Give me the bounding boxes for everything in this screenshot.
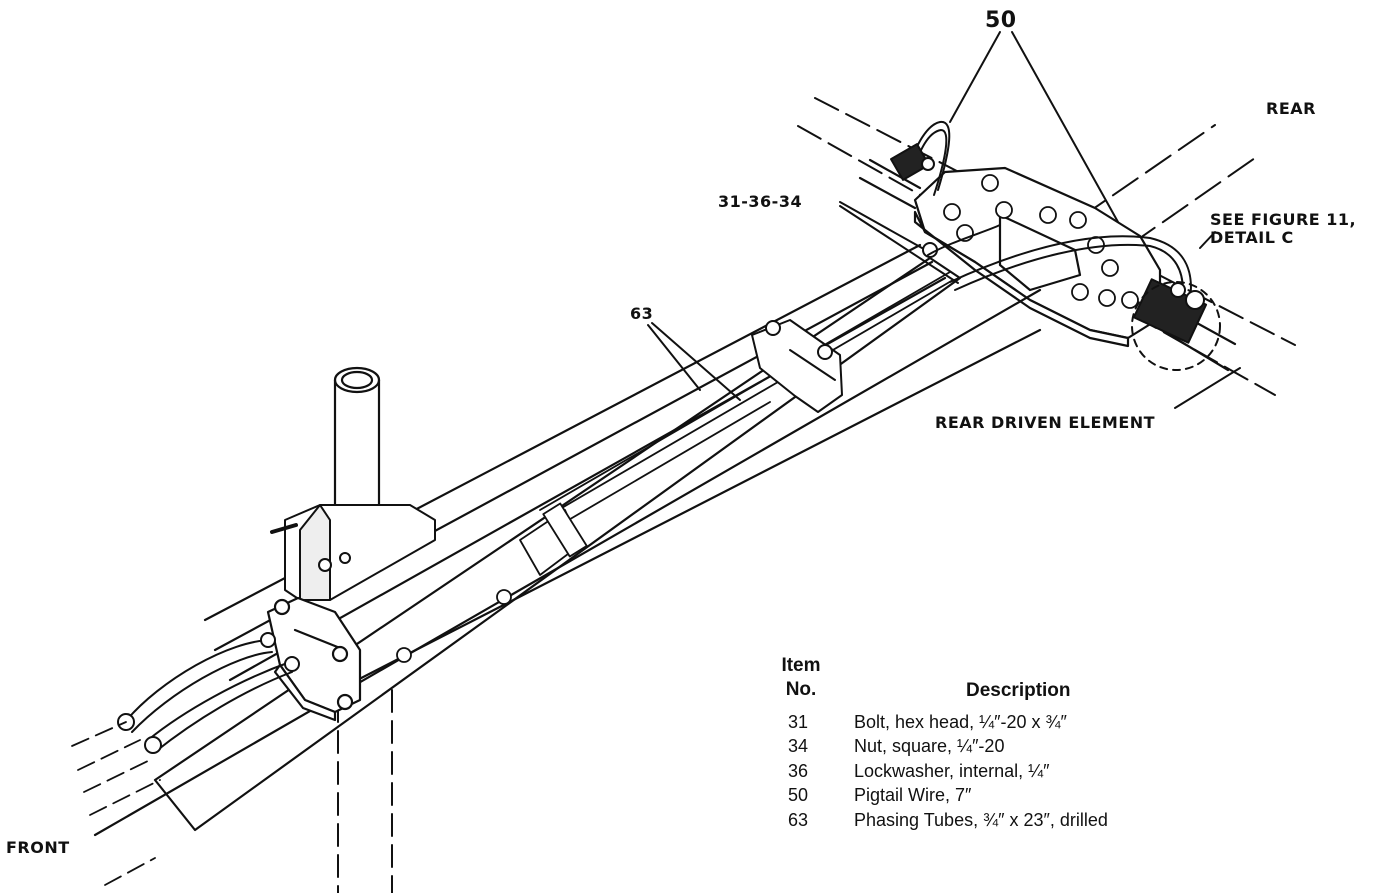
front-straps: [117, 632, 300, 754]
legend-item-desc: Bolt, hex head, ¼″-20 x ¾″: [854, 711, 1067, 732]
legend-header-item-line2: No.: [785, 679, 817, 700]
rear-boom-centerlines: [1079, 124, 1256, 246]
leader-31: [839, 201, 959, 284]
legend-header-description: Description: [966, 680, 1071, 701]
legend-row: 31 Bolt, hex head, ¼″-20 x ¾″: [776, 710, 1246, 735]
leader-63: [647, 322, 741, 401]
detail-c-circle: [1131, 281, 1221, 371]
legend-item-desc: Pigtail Wire, 7″: [854, 785, 972, 806]
legend-row: 50 Pigtail Wire, 7″: [776, 784, 1246, 809]
leader-50: [949, 31, 1119, 223]
legend-item-desc: Phasing Tubes, ¾″ x 23″, drilled: [854, 809, 1108, 830]
legend-item-no: 31: [788, 711, 809, 732]
legend-header: Item No. Description: [776, 654, 1246, 710]
parts-legend: Item No. Description 31 Bolt, hex head, …: [776, 654, 1246, 833]
legend-item-no: 34: [788, 736, 809, 757]
legend-row: 63 Phasing Tubes, ¾″ x 23″, drilled: [776, 808, 1246, 833]
pigtail-wire-lower: [927, 224, 1192, 301]
legend-item-desc: Nut, square, ¼″-20: [854, 736, 1005, 757]
legend-item-desc: Lockwasher, internal, ¼″: [854, 760, 1050, 781]
label-rear-driven-element: REAR DRIVEN ELEMENT: [935, 413, 1156, 432]
front-bracket: [266, 596, 362, 722]
callout-63: 63: [630, 304, 654, 323]
front-element-centerlines: [71, 721, 161, 886]
pigtail-wire-upper: [890, 120, 951, 258]
legend-item-no: 36: [788, 760, 809, 781]
phasing-tubes: [519, 271, 954, 576]
legend-item-no: 63: [788, 809, 809, 830]
label-front: FRONT: [6, 838, 70, 857]
leader-see-figure: [1199, 231, 1216, 249]
legend-row: 34 Nut, square, ¼″-20: [776, 735, 1246, 760]
rear-bracket: [913, 166, 1162, 348]
legend-item-no: 50: [788, 785, 809, 806]
callout-31-36-34: 31-36-34: [718, 192, 803, 211]
legend-header-item-line1: Item: [781, 655, 821, 676]
boom-sleeve-bolts: [396, 589, 512, 663]
mast-bracket: [270, 504, 436, 601]
leader-rear-driven: [1174, 367, 1241, 409]
callout-50: 50: [985, 8, 1017, 33]
label-see-figure: SEE FIGURE 11,: [1210, 210, 1357, 229]
middle-clamp: [751, 319, 843, 413]
mast-centerlines: [337, 689, 393, 893]
label-rear: REAR: [1266, 99, 1316, 118]
label-detail-c: DETAIL C: [1210, 228, 1294, 247]
legend-row: 36 Lockwasher, internal, ¼″: [776, 759, 1246, 784]
legend-header-item: Item No.: [776, 654, 826, 702]
